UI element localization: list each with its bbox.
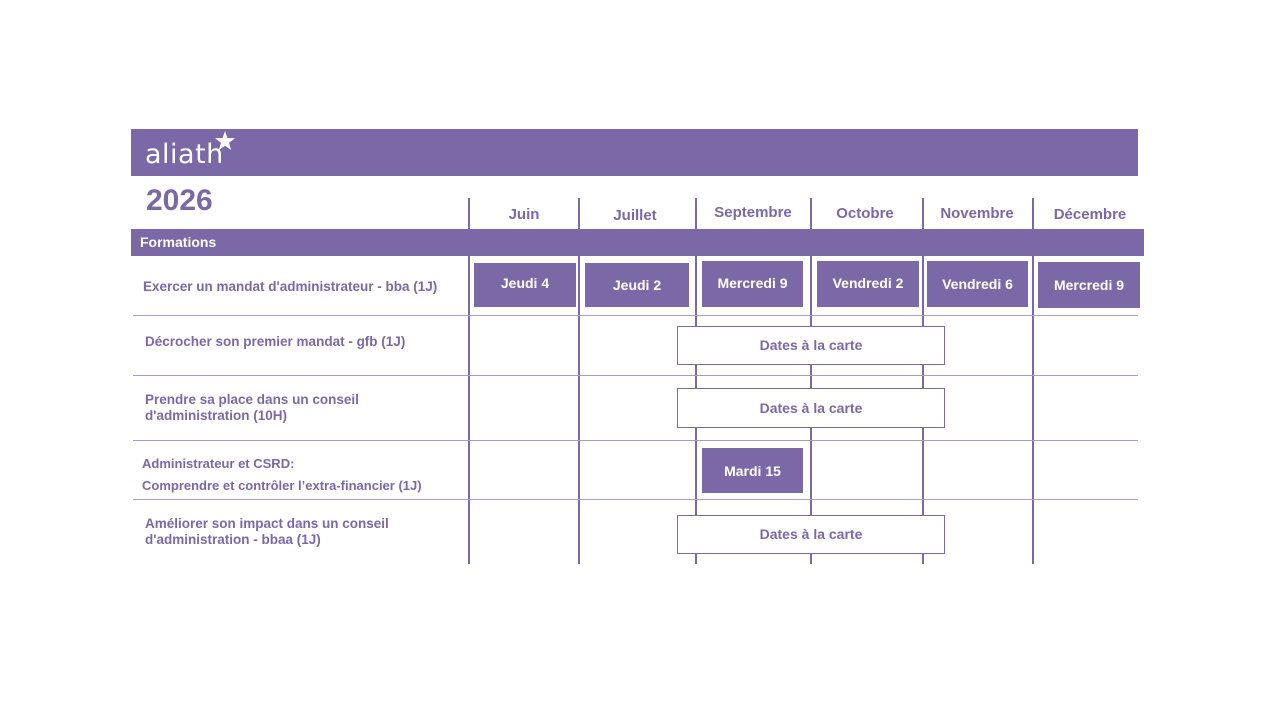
column-divider — [468, 198, 470, 229]
column-divider — [468, 256, 470, 564]
dates-a-la-carte-box: Dates à la carte — [677, 388, 945, 428]
session-date-juin: Jeudi 4 — [473, 262, 577, 308]
row-separator — [133, 375, 1138, 376]
row-separator — [133, 499, 1138, 500]
column-divider — [695, 198, 697, 229]
label-line: d'administration (10H) — [145, 408, 287, 423]
row-separator — [133, 440, 1138, 441]
month-header-juillet: Juillet — [613, 207, 657, 224]
month-header-novembre: Novembre — [940, 205, 1014, 222]
label-line: Comprendre et contrôler l’extra-financie… — [142, 478, 422, 493]
month-header-octobre: Octobre — [836, 205, 894, 222]
year-title: 2026 — [146, 184, 213, 217]
session-date-septembre: Mercredi 9 — [701, 260, 804, 308]
column-divider — [578, 198, 580, 229]
column-divider — [1032, 256, 1034, 564]
row-separator — [133, 315, 1138, 316]
formations-section-bar: Formations — [131, 229, 1144, 256]
session-date-septembre: Mardi 15 — [701, 447, 804, 494]
star-icon — [215, 131, 235, 150]
session-date-juillet: Jeudi 2 — [584, 262, 690, 308]
training-row-label: Prendre sa place dans un conseil d'admin… — [145, 392, 359, 424]
column-divider — [578, 256, 580, 564]
session-date-novembre: Vendredi 6 — [926, 260, 1029, 308]
column-divider — [1032, 198, 1034, 229]
logo-text: aliath — [145, 139, 224, 170]
training-row-label: Améliorer son impact dans un conseil d'a… — [145, 516, 389, 548]
session-date-octobre: Vendredi 2 — [816, 260, 920, 308]
month-header-septembre: Septembre — [714, 204, 792, 221]
training-row-label: Exercer un mandat d'administrateur - bba… — [143, 279, 438, 294]
column-divider — [810, 198, 812, 229]
label-line: Prendre sa place dans un conseil — [145, 392, 359, 407]
dates-a-la-carte-box: Dates à la carte — [677, 326, 945, 365]
dates-a-la-carte-box: Dates à la carte — [677, 515, 945, 554]
training-row-label: Administrateur et CSRD: Comprendre et co… — [142, 453, 422, 497]
column-divider — [922, 198, 924, 229]
formations-label: Formations — [140, 234, 217, 250]
training-row-label: Décrocher son premier mandat - gfb (1J) — [145, 334, 406, 349]
header-bar: aliath — [131, 129, 1138, 176]
label-line: Administrateur et CSRD: — [142, 456, 295, 471]
session-date-decembre: Mercredi 9 — [1037, 261, 1141, 309]
month-header-juin: Juin — [508, 206, 540, 223]
month-header-decembre: Décembre — [1053, 206, 1127, 223]
label-line: Améliorer son impact dans un conseil — [145, 516, 389, 531]
label-line: d'administration - bbaa (1J) — [145, 532, 321, 547]
logo: aliath — [145, 131, 235, 170]
